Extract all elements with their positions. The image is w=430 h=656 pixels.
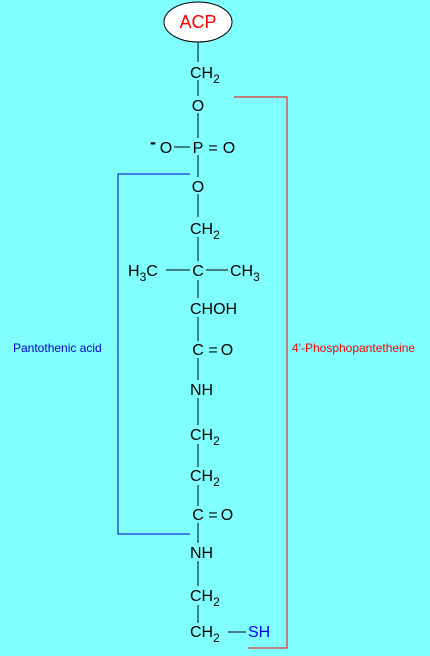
atom-o-1: O [192,98,204,115]
atom-nh-1: NH [190,382,213,399]
atom-o-carbonyl-2: O [221,507,233,524]
atom-ch3: CH3 [230,263,260,284]
atom-ch2-5: CH2 [190,588,220,609]
atom-p: P [193,140,204,157]
atom-ch2-1: CH2 [190,65,220,86]
atom-o-carbonyl-1: O [221,342,233,359]
acp-label: ACP [179,12,216,32]
double-bond-p-o: = [208,140,217,157]
pantothenic-acid-bracket [117,173,190,535]
atom-o-minus: O [160,140,172,157]
pantothenic-acid-label: Pantothenic acid [13,341,102,355]
atom-ch2-3: CH2 [190,427,220,448]
double-bond-c-o-1: = [208,342,217,359]
atom-nh-2: NH [190,545,213,562]
atom-o-double: O [223,140,235,157]
phosphopantetheine-bracket [234,96,288,649]
atom-c-carbonyl-1: C [192,342,204,359]
charge-minus: - [150,132,156,152]
atom-ch2-4: CH2 [190,468,220,489]
atom-ch2-6: CH2 [190,624,220,645]
atom-h3c: H3C [128,263,158,284]
atom-c-quaternary: C [192,263,204,280]
atom-sh: SH [248,624,270,641]
atom-c-carbonyl-2: C [192,507,204,524]
phosphopantetheine-label: 4'-Phosphopantetheine [292,341,415,355]
atom-choh: CHOH [190,301,237,318]
atom-ch2-2: CH2 [190,221,220,242]
double-bond-c-o-2: = [208,507,217,524]
atom-o-2: O [192,179,204,196]
